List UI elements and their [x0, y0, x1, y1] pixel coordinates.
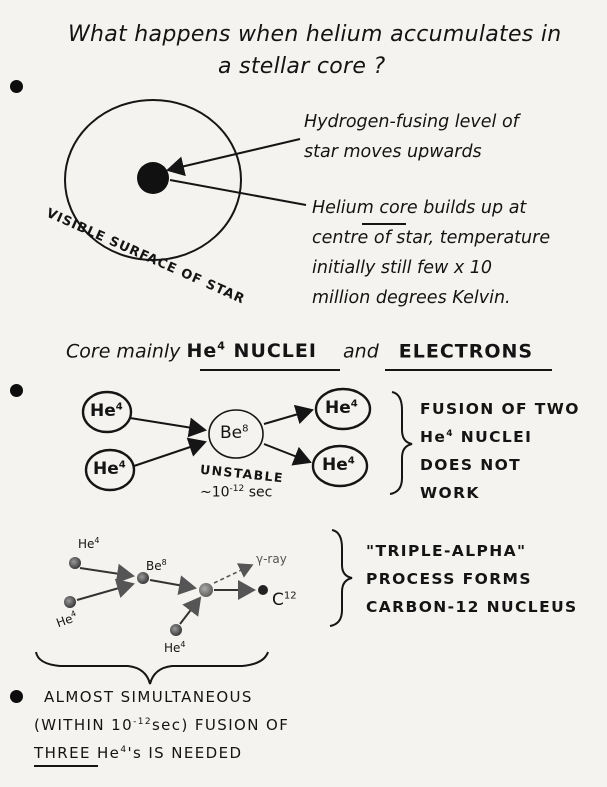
he-symbol: He: [186, 340, 218, 363]
he4-circle-bottom-left: [84, 448, 136, 492]
bottom-note-line-1: ALMOST SIMULTANEOUS: [44, 688, 253, 706]
be8-label-triple: Be8: [146, 558, 167, 573]
he4-label-top-right: He4: [325, 398, 358, 418]
he-text: He: [322, 455, 348, 475]
helium-note-core-word: core: [379, 198, 418, 218]
brace-fusion-two: [389, 391, 413, 495]
and-word: and: [343, 340, 379, 363]
helium-note-line-1: Helium core builds up at: [312, 198, 526, 218]
fusion-two-note-1: FUSION OF TWO: [420, 400, 580, 418]
be-text: Be: [220, 423, 243, 443]
he-text: He: [420, 428, 447, 446]
be-sup: 8: [242, 423, 249, 435]
helium-core: [137, 162, 169, 194]
carbon-sup: 12: [283, 590, 297, 602]
carbon-text: C: [272, 590, 284, 610]
core-composition-line: Core mainly He4 NUCLEI and ELECTRONS: [66, 340, 533, 362]
brace-bottom: [35, 651, 269, 685]
within-rest: sec) FUSION OF: [151, 716, 290, 734]
helium-note-prefix: Helium: [312, 198, 380, 218]
be-text: Be: [146, 559, 162, 573]
he-text: He: [164, 641, 181, 655]
within-exponent: -12: [133, 717, 152, 727]
triple-alpha-note-1: "TRIPLE-ALPHA": [366, 542, 527, 560]
he4-label-bottom-left: He4: [93, 459, 126, 479]
fusion-two-note-4: WORK: [420, 484, 480, 502]
he-sup: 4: [118, 459, 126, 471]
carbon-12-label: C12: [272, 590, 297, 610]
he-sup: 4: [350, 398, 358, 410]
he4-circle-bottom-right: [311, 444, 369, 488]
helium-note-line-2: centre of star, temperature: [312, 228, 551, 248]
he-sup: 4: [347, 455, 355, 467]
he4-circle-top-right: [314, 387, 372, 431]
helium-note-rest: builds up at: [417, 198, 527, 218]
bullet-1: [10, 80, 23, 93]
star-outline: [64, 99, 242, 261]
he-nuclei-term: He4 NUCLEI: [186, 340, 317, 362]
lifetime-label: ~10-12 sec: [200, 484, 272, 501]
bullet-3: [10, 690, 23, 703]
be8-circle: [208, 409, 264, 459]
title-line-1: What happens when helium accumulates in: [68, 22, 562, 47]
he4-circle-top-left: [81, 390, 133, 434]
lifetime-unit: sec: [244, 484, 273, 501]
title-line-2-text: a stellar core ?: [218, 54, 386, 79]
triple-alpha-note-3: CARBON-12 NUCLEUS: [366, 598, 578, 616]
bullet-2: [10, 384, 23, 397]
he-text: He: [90, 744, 121, 762]
electrons-word: ELECTRONS: [398, 340, 534, 363]
he4-label-triple-bottom: He4: [164, 640, 186, 655]
he-sup: 4: [115, 401, 123, 413]
he-text: He: [78, 537, 95, 551]
nuclei-text: NUCLEI: [453, 428, 533, 446]
he-sup: 4: [94, 536, 100, 545]
be8-label: Be8: [220, 423, 249, 443]
he-text: He: [90, 401, 116, 421]
he4-label-bottom-right: He4: [322, 455, 355, 475]
he-text: He: [93, 459, 119, 479]
bottom-note-line-3: THREE He4's IS NEEDED: [34, 744, 242, 762]
three-word: THREE: [34, 744, 91, 762]
needed-text: 's IS NEEDED: [127, 744, 243, 762]
gamma-ray-label: γ-ray: [256, 552, 287, 566]
he-sup: 4: [180, 640, 186, 649]
triple-alpha-note-2: PROCESS FORMS: [366, 570, 532, 588]
he-superscript: 4: [217, 340, 226, 353]
helium-note-line-3: initially still few x 10: [312, 258, 493, 278]
he4-label-triple-top: He4: [78, 536, 100, 551]
core-line-prefix: Core mainly: [66, 340, 187, 363]
lifetime-exponent: -12: [229, 484, 245, 494]
he4-label-top-left: He4: [90, 401, 123, 421]
fusion-two-note-3: DOES NOT: [420, 456, 522, 474]
fusion-two-note-2: He4 NUCLEI: [420, 428, 532, 446]
brace-triple-alpha: [329, 529, 353, 627]
nuclei-word: NUCLEI: [225, 340, 317, 363]
he-sup: 4: [446, 428, 454, 439]
helium-note-line-4: million degrees Kelvin.: [312, 288, 511, 308]
hydrogen-note-line-1: Hydrogen-fusing level of: [304, 112, 519, 132]
be-sup: 8: [161, 558, 167, 567]
hydrogen-note-line-2: star moves upwards: [304, 142, 482, 162]
he-sup: 4: [120, 745, 128, 755]
he-text: He: [325, 398, 351, 418]
helium-arrow: [169, 179, 307, 206]
bottom-note-line-2: (WITHIN 10-12sec) FUSION OF: [34, 716, 289, 734]
title-line-2: a stellar core ?: [218, 54, 385, 79]
hydrogen-arrow: [166, 138, 301, 177]
lifetime-base: ~10: [200, 484, 230, 501]
within-text: (WITHIN 10: [34, 716, 134, 734]
